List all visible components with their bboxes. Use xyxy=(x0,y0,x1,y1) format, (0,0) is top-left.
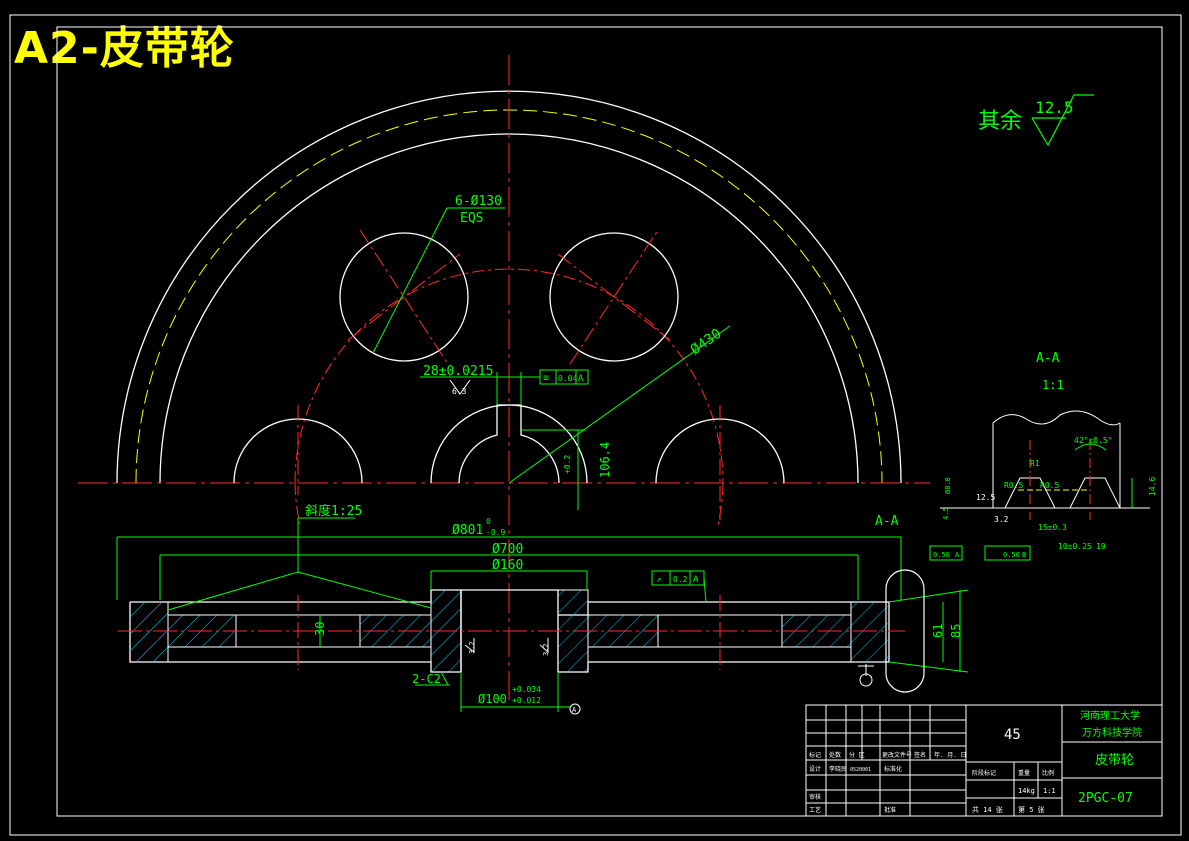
svg-text:+0.2: +0.2 xyxy=(563,455,572,474)
bore-with-keyway xyxy=(458,404,560,484)
svg-text:2-C2: 2-C2 xyxy=(412,672,441,686)
svg-text:共 14 张: 共 14 张 xyxy=(972,805,1003,814)
section-view: 斜度1:25 Ø801 0 -0.9 Ø700 Ø160 ↗ 0.2 A 30 … xyxy=(116,503,969,715)
svg-text:其余: 其余 xyxy=(978,109,1022,134)
svg-text:1:1: 1:1 xyxy=(1043,787,1056,795)
svg-text:分 区: 分 区 xyxy=(849,751,865,759)
svg-text:Ø801: Ø801 xyxy=(452,523,483,538)
svg-text:14kg: 14kg xyxy=(1018,787,1035,795)
svg-text:61: 61 xyxy=(931,624,945,638)
svg-text:0: 0 xyxy=(486,517,491,526)
svg-text:工艺: 工艺 xyxy=(809,806,821,814)
hole-leader xyxy=(372,207,448,354)
svg-text:更改文件号: 更改文件号 xyxy=(882,751,912,759)
svg-text:签名: 签名 xyxy=(914,751,926,759)
svg-text:R1: R1 xyxy=(1030,459,1040,468)
svg-text:3.2: 3.2 xyxy=(542,643,550,656)
svg-text:标记: 标记 xyxy=(809,751,821,759)
svg-text:0.50: 0.50 xyxy=(933,551,950,559)
svg-text:Ø8.8: Ø8.8 xyxy=(944,477,952,494)
title-block xyxy=(805,704,1163,817)
section-mark: A-A xyxy=(875,514,899,529)
svg-text:12.5: 12.5 xyxy=(1035,98,1074,117)
svg-text:Ø700: Ø700 xyxy=(492,542,523,557)
svg-text:河南理工大学: 河南理工大学 xyxy=(1080,709,1140,722)
pitch-circle-leader xyxy=(508,325,731,484)
svg-text:审核: 审核 xyxy=(809,793,821,801)
svg-text:A: A xyxy=(572,706,577,714)
svg-text:李晓民: 李晓民 xyxy=(829,765,847,773)
hole-callout: 6-Ø130 xyxy=(455,194,502,209)
general-roughness-note: 其余 12.5 xyxy=(978,94,1094,147)
svg-text:A-A: A-A xyxy=(1036,351,1060,366)
detail-view-a-a: A-A 1:1 42°±0.5° R1 R0.5 R0.5 12.5 3.2 Ø… xyxy=(929,351,1157,561)
symmetry-tolerance xyxy=(539,369,589,385)
svg-text:R0.5: R0.5 xyxy=(1004,481,1023,490)
svg-text:B: B xyxy=(1022,551,1026,559)
svg-text:12.5: 12.5 xyxy=(976,493,995,502)
svg-text:1:1: 1:1 xyxy=(1042,378,1064,392)
svg-text:+0.012: +0.012 xyxy=(512,696,541,705)
svg-text:+0.034: +0.034 xyxy=(512,685,541,694)
svg-text:2PGC-07: 2PGC-07 xyxy=(1078,791,1133,806)
svg-text:年. 月. 日: 年. 月. 日 xyxy=(934,751,966,759)
svg-text:3.2: 3.2 xyxy=(468,641,476,654)
svg-text:Ø100: Ø100 xyxy=(478,692,507,706)
svg-text:3.2: 3.2 xyxy=(994,515,1009,524)
svg-text:30: 30 xyxy=(313,622,327,636)
svg-text:42°±0.5°: 42°±0.5° xyxy=(1074,436,1113,445)
outer-frame xyxy=(9,14,1182,836)
svg-text:阶段标记: 阶段标记 xyxy=(972,769,996,777)
svg-text:A: A xyxy=(578,374,584,384)
svg-text:A: A xyxy=(955,551,960,559)
svg-text:万方科技学院: 万方科技学院 xyxy=(1082,726,1142,739)
svg-text:19: 19 xyxy=(1096,542,1106,551)
svg-text:0.50: 0.50 xyxy=(1003,551,1020,559)
svg-text:6.3: 6.3 xyxy=(452,387,467,396)
svg-text:≡: ≡ xyxy=(543,373,549,384)
svg-text:-0.9: -0.9 xyxy=(486,528,505,537)
svg-text:处数: 处数 xyxy=(829,751,841,759)
svg-text:第 5 张: 第 5 张 xyxy=(1018,805,1045,814)
svg-text:皮带轮: 皮带轮 xyxy=(1095,753,1134,768)
svg-text:85: 85 xyxy=(949,624,963,638)
svg-text:R0.5: R0.5 xyxy=(1040,481,1059,490)
svg-text:0.04: 0.04 xyxy=(558,374,577,383)
inner-frame xyxy=(56,26,1163,817)
svg-text:↗: ↗ xyxy=(656,575,661,585)
title-block-text: 45 河南理工大学 万方科技学院 皮带轮 2PGC-07 14kg 1:1 共 … xyxy=(809,709,1142,814)
svg-text:批准: 批准 xyxy=(884,806,896,814)
svg-text:设计: 设计 xyxy=(809,765,821,773)
svg-text:15±0.3: 15±0.3 xyxy=(1038,523,1067,532)
svg-text:4.5: 4.5 xyxy=(942,507,950,520)
svg-text:10±0.25: 10±0.25 xyxy=(1058,542,1092,551)
svg-text:A: A xyxy=(693,575,699,585)
svg-text:0520001: 0520001 xyxy=(850,767,871,773)
svg-text:Ø160: Ø160 xyxy=(492,558,523,573)
svg-text:重量: 重量 xyxy=(1018,769,1030,777)
svg-text:0.2: 0.2 xyxy=(673,575,688,584)
lightening-hole xyxy=(549,232,679,362)
svg-text:14.6: 14.6 xyxy=(1148,477,1157,496)
drawing-title: A2-皮带轮 xyxy=(14,23,235,74)
pitch-circle-dim: Ø430 xyxy=(688,326,725,358)
lightening-hole xyxy=(339,232,469,362)
keyway-width-dim: 28±0.0215 xyxy=(423,364,493,379)
front-view: 6-Ø130 EQS Ø430 28±0.0215 6.3 ≡ 0.04 A 1… xyxy=(78,55,930,700)
svg-text:45: 45 xyxy=(1004,727,1021,743)
keyway-depth-dim: 106.4 xyxy=(598,442,612,478)
svg-text:标准化: 标准化 xyxy=(884,765,902,773)
taper-note: 斜度1:25 xyxy=(305,503,362,519)
svg-text:EQS: EQS xyxy=(460,211,483,226)
svg-text:比例: 比例 xyxy=(1042,769,1054,777)
